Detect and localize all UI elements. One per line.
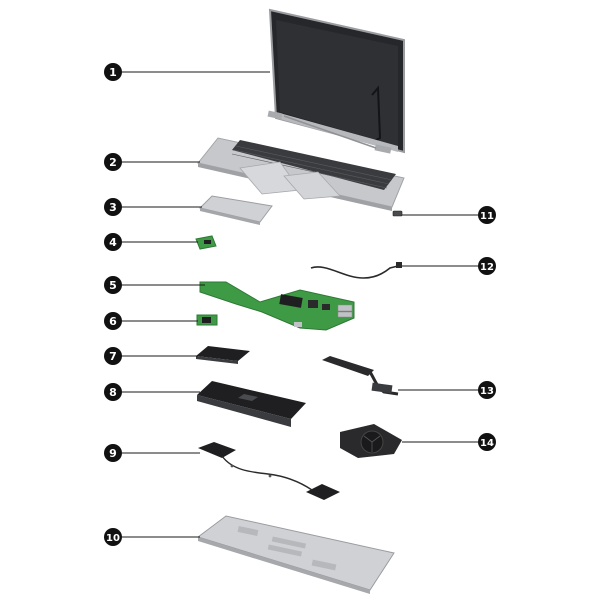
callout-7: 7 [104,347,122,365]
callout-8: 8 [104,383,122,401]
callout-label: 14 [480,438,494,449]
callout-label: 2 [109,156,117,169]
callout-13: 13 [478,381,496,399]
callout-label: 10 [106,533,120,544]
callout-6: 6 [104,312,122,330]
callout-4: 4 [104,233,122,251]
callout-label: 9 [109,447,117,460]
callout-label: 7 [109,350,117,363]
callout-5: 5 [104,276,122,294]
callout-label: 5 [109,279,117,292]
callout-3: 3 [104,198,122,216]
callout-label: 12 [480,262,494,273]
callout-label: 4 [109,236,117,249]
leader-lines [117,71,482,538]
cable [310,262,402,279]
callout-label: 1 [109,66,117,79]
callout-1: 1 [104,63,122,81]
heat-sink [322,356,399,396]
callout-10: 10 [104,528,122,546]
callout-9: 9 [104,444,122,462]
display-assembly [267,8,405,154]
rtc-battery [392,210,403,217]
callout-label: 3 [109,201,117,214]
callout-label: 6 [109,315,117,328]
system-board [199,281,355,331]
battery [197,381,306,427]
callout-11: 11 [478,206,496,224]
callout-12: 12 [478,257,496,275]
speakers [198,442,340,500]
wlan-module [196,314,218,326]
small-board [195,235,217,250]
ssd [196,346,250,364]
callout-label: 8 [109,386,117,399]
top-cover-keyboard [197,137,405,211]
bottom-cover [196,515,395,594]
callout-label: 13 [480,386,494,397]
callout-2: 2 [104,153,122,171]
callout-14: 14 [478,433,496,451]
callout-label: 11 [480,211,494,222]
fan [340,424,402,458]
touchpad [199,195,273,225]
